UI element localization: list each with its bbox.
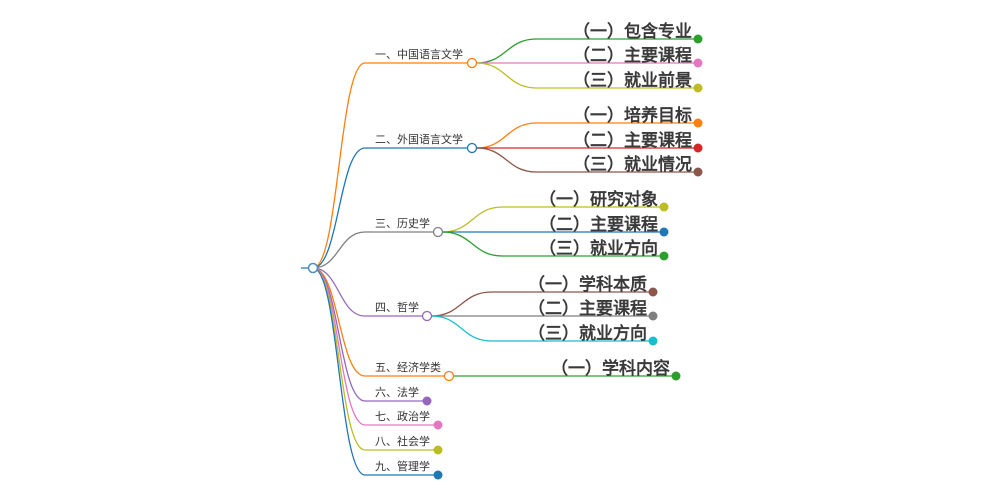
child-edge [476,62,537,89]
leaf-dot[interactable] [433,445,443,455]
child-edge [476,147,537,173]
branch-collapse-toggle[interactable] [421,310,433,322]
child-label[interactable]: （三）就业方向 [539,238,658,259]
branch-label[interactable]: 三、历史学 [375,216,430,230]
child-label[interactable]: （三）就业前景 [573,70,692,91]
leaf-dot[interactable] [693,167,703,177]
branch-edge [312,267,366,476]
child-label[interactable]: （二）主要课程 [573,45,692,66]
leaf-dot[interactable] [693,58,703,68]
branch-collapse-toggle[interactable] [432,226,444,238]
leaf-dot[interactable] [648,287,658,297]
branch-label[interactable]: 六、法学 [375,385,419,399]
branch-edge [312,267,366,451]
child-edge [476,122,537,149]
branch-edge [312,231,366,269]
child-label[interactable]: （一）学科内容 [551,358,670,379]
branch-collapse-toggle[interactable] [443,370,455,382]
leaf-dot[interactable] [648,311,658,321]
leaf-dot[interactable] [422,396,432,406]
child-edge [442,206,503,233]
child-edge [431,315,492,342]
child-edge [476,38,537,64]
branch-edge [312,147,366,269]
leaf-dot[interactable] [659,227,669,237]
leaf-dot[interactable] [433,470,443,480]
leaf-dot[interactable] [693,34,703,44]
child-label[interactable]: （一）包含专业 [573,21,692,42]
child-label[interactable]: （二）主要课程 [539,214,658,235]
root-node[interactable] [307,262,319,274]
branch-label[interactable]: 一、中国语言文学 [375,47,463,61]
leaf-dot[interactable] [659,202,669,212]
branch-edge [312,267,366,317]
child-label[interactable]: （二）主要课程 [528,298,647,319]
child-label[interactable]: （一）培养目标 [573,105,692,126]
child-edge [442,231,503,257]
branch-label[interactable]: 七、政治学 [375,409,430,423]
branch-collapse-toggle[interactable] [466,142,478,154]
child-label[interactable]: （三）就业情况 [573,154,692,175]
branch-label[interactable]: 九、管理学 [375,459,430,473]
branch-label[interactable]: 八、社会学 [375,434,430,448]
branch-label[interactable]: 二、外国语言文学 [375,132,463,146]
leaf-dot[interactable] [433,420,443,430]
child-label[interactable]: （一）学科本质 [528,274,647,295]
leaf-dot[interactable] [693,83,703,93]
branch-edge [312,62,366,269]
branch-label[interactable]: 五、经济学类 [375,360,441,374]
branch-label[interactable]: 四、哲学 [375,300,419,314]
branch-collapse-toggle[interactable] [466,57,478,69]
leaf-dot[interactable] [693,143,703,153]
leaf-dot[interactable] [693,118,703,128]
child-label[interactable]: （三）就业方向 [528,323,647,344]
leaf-dot[interactable] [659,251,669,261]
child-label[interactable]: （一）研究对象 [539,189,658,210]
leaf-dot[interactable] [671,371,681,381]
branch-edge [312,267,366,402]
child-label[interactable]: （二）主要课程 [573,130,692,151]
child-edge [431,291,492,317]
leaf-dot[interactable] [648,336,658,346]
